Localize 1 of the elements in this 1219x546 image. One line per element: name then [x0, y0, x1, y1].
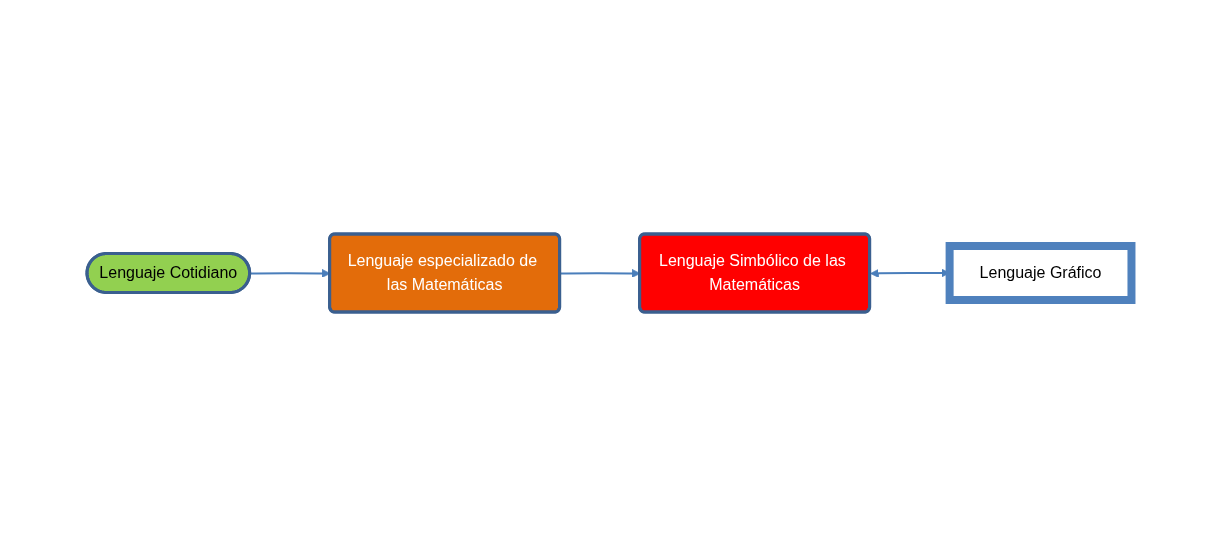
node-box: Lenguaje Gráfico	[945, 242, 1136, 304]
